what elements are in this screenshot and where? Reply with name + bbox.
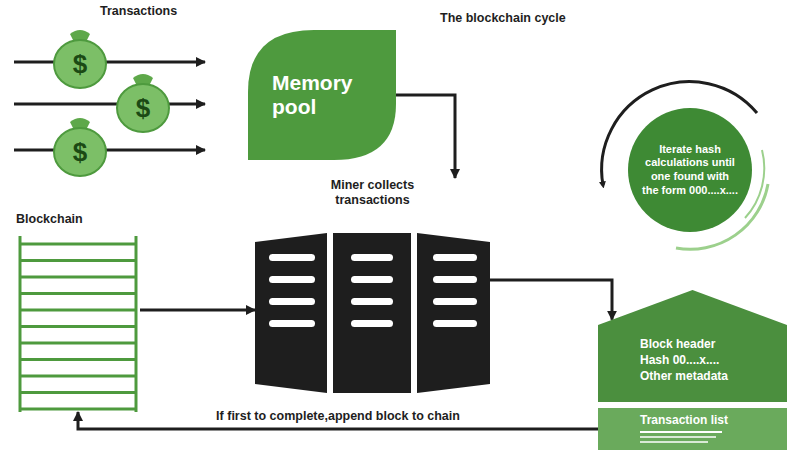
edge-label: If first to complete,append block to cha… xyxy=(214,409,462,423)
hash-circle: Iterate hash calculations until one foun… xyxy=(628,108,752,232)
blockchain-ladder-outline xyxy=(16,212,140,412)
currency-symbol: $ xyxy=(73,49,87,80)
diagram-title: The blockchain cycle xyxy=(440,11,566,25)
node-text: Hash 00....x.... xyxy=(640,352,779,368)
flow-arrow xyxy=(396,95,455,178)
miner-server-outline xyxy=(255,178,490,396)
memory-pool-leaf: Memory pool xyxy=(248,30,396,160)
node-text: Transaction list xyxy=(640,413,779,427)
flow-arrow xyxy=(490,280,612,320)
transaction-list-band: Transaction list xyxy=(598,408,787,450)
node-text: Blockchain xyxy=(16,212,83,226)
iteration-ring xyxy=(602,82,768,250)
flow-arrow xyxy=(140,309,255,312)
node-text: Iterate hash calculations until one foun… xyxy=(642,143,738,198)
miner-server: Miner collects transactions xyxy=(255,178,490,396)
node-text: Other metadata xyxy=(640,368,779,384)
currency-symbol: $ xyxy=(73,137,87,168)
node-text: Block header xyxy=(640,336,779,352)
section-label: Transactions xyxy=(100,4,177,18)
block-shape: Block headerHash 00....x....Other metada… xyxy=(598,290,787,402)
currency-symbol: $ xyxy=(136,93,150,124)
transaction-arrows xyxy=(14,62,205,150)
node-text: Miner collects transactions xyxy=(313,178,433,208)
money-bags xyxy=(54,30,169,176)
memory-pool-leaf-outline xyxy=(248,30,396,160)
blockchain-ladder: Blockchain xyxy=(16,212,140,412)
node-text: Memory pool xyxy=(272,71,372,119)
